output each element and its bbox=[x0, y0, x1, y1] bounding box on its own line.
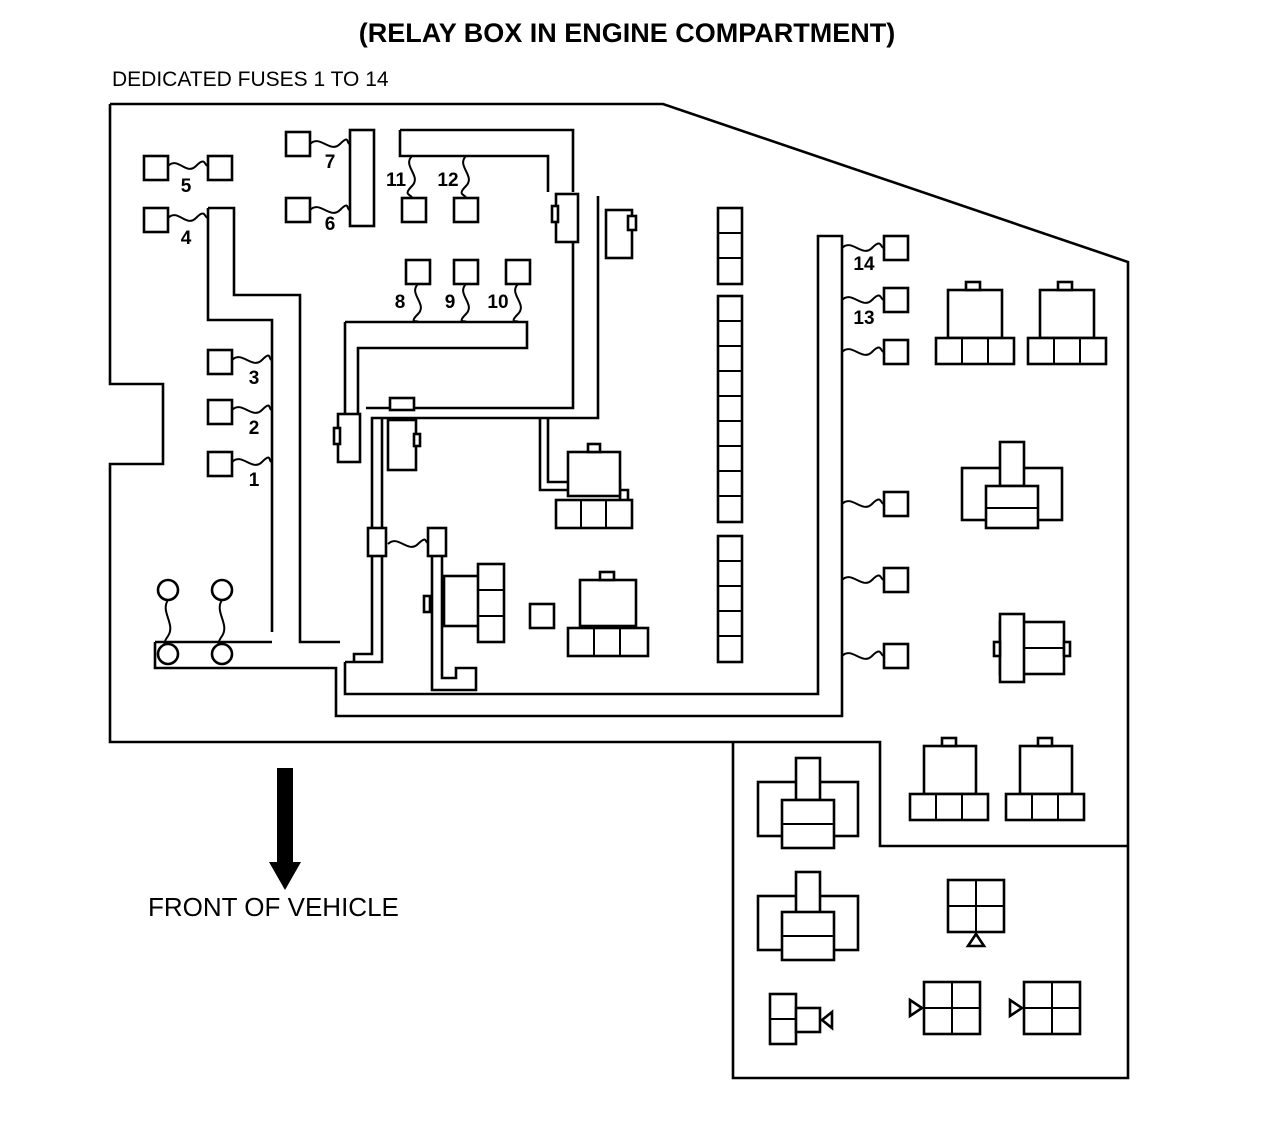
fuse-label-6: 6 bbox=[325, 214, 336, 235]
fuse-numbers: 5 4 7 6 11 12 8 9 10 3 2 1 14 13 bbox=[181, 152, 875, 491]
diagram-title: (RELAY BOX IN ENGINE COMPARTMENT) bbox=[359, 18, 896, 48]
small-connectors bbox=[332, 192, 638, 558]
fuse-label-5: 5 bbox=[181, 176, 192, 197]
fuse-label-2: 2 bbox=[249, 418, 260, 439]
fuse-label-14: 14 bbox=[853, 254, 875, 275]
relay-upper-right-1 bbox=[934, 280, 1016, 366]
fuse-label-3: 3 bbox=[249, 368, 260, 389]
connector-4pin-right bbox=[1008, 980, 1082, 1036]
fuse-label-11: 11 bbox=[386, 170, 407, 191]
relay-lower-right-2 bbox=[1004, 736, 1086, 822]
connector-small bbox=[768, 992, 834, 1046]
relays bbox=[422, 280, 1108, 1046]
fuse-label-13: 13 bbox=[853, 308, 874, 329]
connector-4pin-left bbox=[908, 980, 982, 1036]
relay-upper-right-2 bbox=[1026, 280, 1108, 366]
diagram-subtitle: DEDICATED FUSES 1 TO 14 bbox=[112, 68, 389, 91]
fuse-label-12: 12 bbox=[437, 170, 458, 191]
fuse-label-1: 1 bbox=[249, 470, 260, 491]
fuse-label-8: 8 bbox=[395, 292, 406, 313]
fuse-strip bbox=[716, 206, 744, 664]
relay-lower-right-1 bbox=[908, 736, 990, 822]
relay-cross-right-2 bbox=[992, 612, 1072, 684]
fuse-label-7: 7 bbox=[325, 152, 336, 173]
fuse-label-10: 10 bbox=[487, 292, 508, 313]
relay-middle-a bbox=[554, 442, 634, 530]
fuse-label-4: 4 bbox=[181, 228, 192, 249]
fuse-label-9: 9 bbox=[445, 292, 456, 313]
relay-lower-cross-2 bbox=[756, 870, 860, 962]
fuse-terminals bbox=[142, 130, 910, 670]
relay-lower-cross-1 bbox=[756, 756, 860, 850]
relay-cross-right-1 bbox=[960, 440, 1064, 530]
relay-left-stack bbox=[422, 562, 506, 644]
front-of-vehicle-label: FRONT OF VEHICLE bbox=[148, 892, 399, 922]
front-arrow-icon bbox=[269, 768, 301, 890]
relay-box-housing bbox=[108, 102, 1130, 1080]
connector-4pin-top bbox=[946, 878, 1006, 948]
relay-middle-b bbox=[566, 570, 650, 658]
